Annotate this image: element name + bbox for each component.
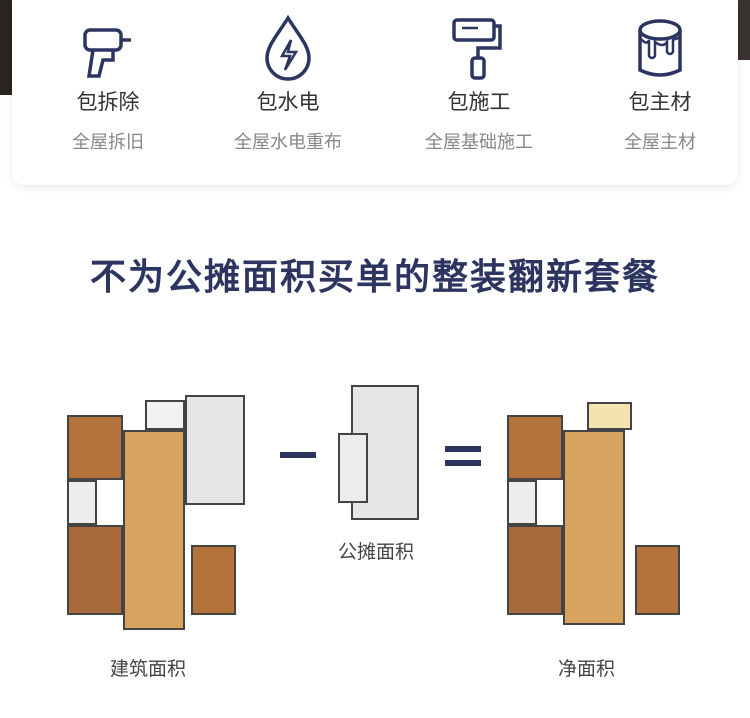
service-features-card: 包拆除 全屋拆旧 包水电 全屋水电重布 包施工 全屋基础施工 包主材 全屋主材 bbox=[12, 0, 738, 185]
floor-plan-net-area bbox=[505, 400, 695, 625]
feature-subtitle: 全屋主材 bbox=[624, 132, 696, 153]
feature-subtitle: 全屋基础施工 bbox=[425, 132, 533, 153]
feature-main-materials: 包主材 全屋主材 bbox=[580, 12, 740, 154]
feature-title: 包水电 bbox=[256, 90, 320, 114]
feature-title: 包拆除 bbox=[76, 90, 140, 114]
water-electric-icon bbox=[265, 14, 311, 81]
floor-plan-shared-area bbox=[336, 383, 421, 523]
gross-area-label: 建筑面积 bbox=[110, 658, 187, 680]
paint-bucket-icon bbox=[638, 19, 682, 77]
background-photo bbox=[736, 0, 750, 60]
background-photo bbox=[0, 0, 14, 95]
feature-subtitle: 全屋水电重布 bbox=[234, 132, 342, 153]
floor-plan-gross-area bbox=[65, 385, 255, 630]
feature-subtitle: 全屋拆旧 bbox=[72, 132, 144, 153]
feature-title: 包主材 bbox=[628, 90, 692, 114]
equals-sign-top bbox=[445, 446, 481, 452]
paint-roller-icon bbox=[452, 18, 502, 80]
feature-plumbing-electric: 包水电 全屋水电重布 bbox=[208, 12, 368, 154]
shared-area-label: 公摊面积 bbox=[338, 541, 415, 563]
drill-icon bbox=[83, 28, 131, 78]
net-area-label: 净面积 bbox=[558, 658, 616, 680]
minus-sign bbox=[280, 452, 316, 458]
feature-title: 包施工 bbox=[447, 90, 511, 114]
equals-sign-bottom bbox=[445, 460, 481, 466]
feature-construction: 包施工 全屋基础施工 bbox=[399, 12, 559, 154]
headline: 不为公摊面积买单的整装翻新套餐 bbox=[89, 257, 660, 298]
feature-demolition: 包拆除 全屋拆旧 bbox=[28, 12, 188, 154]
